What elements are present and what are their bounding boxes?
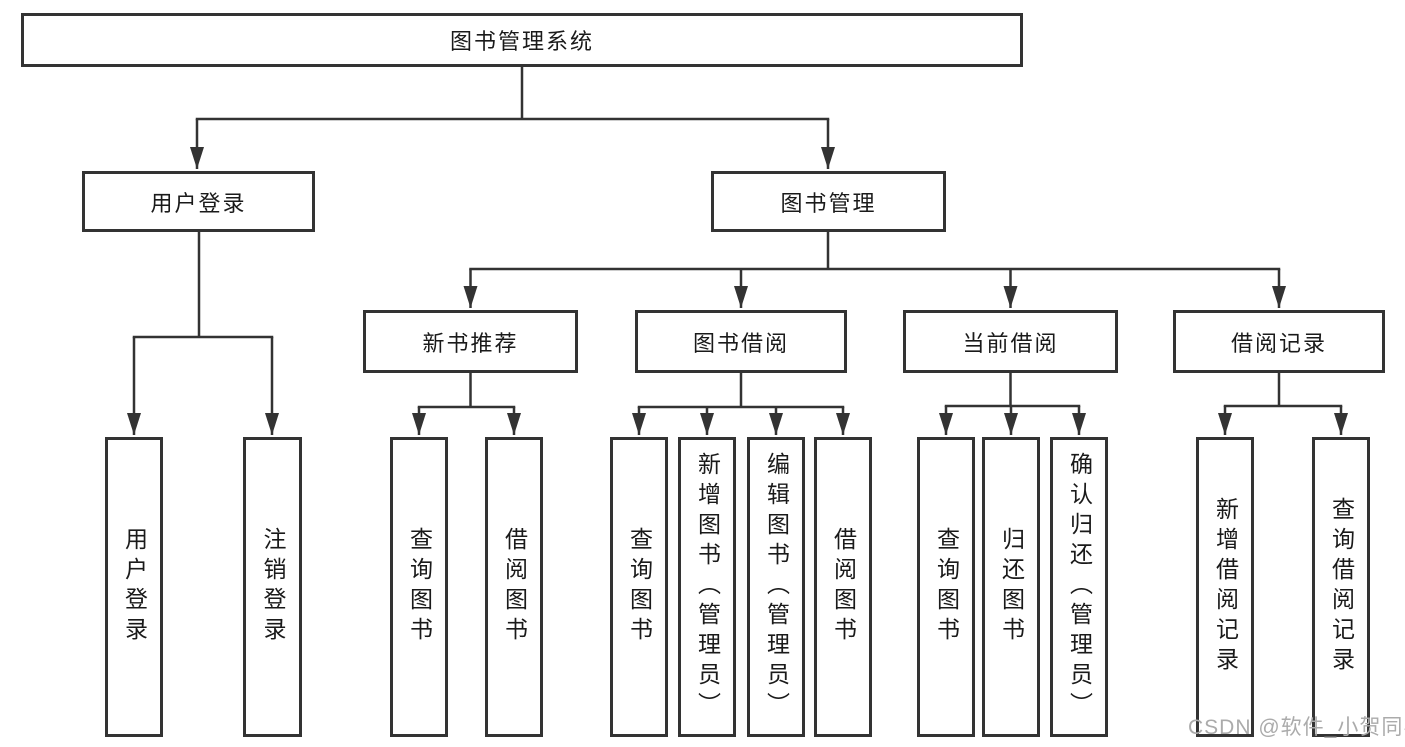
node-book-borrow: 图书借阅 — [635, 310, 847, 373]
node-new-book-recommend: 新书推荐 — [363, 310, 578, 373]
connector-book-borrow-children — [632, 373, 850, 435]
leaf-confirm-return-admin-label: 确认归还（管理员） — [1066, 452, 1093, 722]
leaf-user-login: 用户登录 — [105, 437, 163, 737]
leaf-borrow-books-2-label: 借阅图书 — [830, 527, 857, 647]
leaf-add-borrow-record-label: 新增借阅记录 — [1212, 497, 1239, 677]
leaf-query-books-1: 查询图书 — [390, 437, 448, 737]
leaf-add-books-admin: 新增图书（管理员） — [678, 437, 736, 737]
node-book-borrow-label: 图书借阅 — [692, 330, 789, 356]
leaf-query-books-1-label: 查询图书 — [406, 527, 433, 647]
leaf-add-borrow-record: 新增借阅记录 — [1196, 437, 1254, 737]
node-book-management-label: 图书管理 — [780, 190, 877, 216]
leaf-query-books-3-label: 查询图书 — [933, 527, 960, 647]
leaf-query-borrow-record-label: 查询借阅记录 — [1328, 497, 1355, 677]
connector-new-book-children — [412, 373, 521, 435]
node-new-book-recommend-label: 新书推荐 — [422, 330, 519, 356]
leaf-logout-label: 注销登录 — [260, 527, 286, 647]
leaf-query-books-2: 查询图书 — [610, 437, 668, 737]
connector-current-borrow-children — [939, 373, 1086, 435]
leaf-user-login-label: 用户登录 — [121, 527, 148, 647]
node-borrow-records: 借阅记录 — [1173, 310, 1385, 373]
leaf-borrow-books-1-label: 借阅图书 — [501, 527, 528, 647]
connector-root-to-level2 — [190, 67, 835, 169]
connector-user-login-children — [127, 232, 279, 435]
node-root-label: 图书管理系统 — [449, 29, 594, 54]
node-root: 图书管理系统 — [21, 13, 1023, 67]
connector-book-management-children — [463, 232, 1286, 308]
leaf-edit-books-admin-label: 编辑图书（管理员） — [763, 452, 790, 722]
leaf-query-borrow-record: 查询借阅记录 — [1312, 437, 1370, 737]
node-user-login-label: 用户登录 — [150, 190, 247, 216]
node-current-borrow: 当前借阅 — [903, 310, 1118, 373]
node-user-login: 用户登录 — [82, 171, 315, 232]
leaf-return-books-label: 归还图书 — [998, 527, 1025, 647]
leaf-return-books: 归还图书 — [982, 437, 1040, 737]
leaf-borrow-books-2: 借阅图书 — [814, 437, 872, 737]
node-book-management: 图书管理 — [711, 171, 946, 232]
watermark: CSDN @软件_小贺同学 — [1188, 716, 1405, 739]
node-current-borrow-label: 当前借阅 — [962, 330, 1059, 356]
leaf-edit-books-admin: 编辑图书（管理员） — [747, 437, 805, 737]
leaf-add-books-admin-label: 新增图书（管理员） — [694, 452, 721, 722]
leaf-query-books-2-label: 查询图书 — [626, 527, 653, 647]
connector-borrow-records-children — [1218, 373, 1348, 435]
leaf-borrow-books-1: 借阅图书 — [485, 437, 543, 737]
leaf-query-books-3: 查询图书 — [917, 437, 975, 737]
leaf-confirm-return-admin: 确认归还（管理员） — [1050, 437, 1108, 737]
leaf-logout: 注销登录 — [243, 437, 302, 737]
node-borrow-records-label: 借阅记录 — [1230, 330, 1327, 356]
